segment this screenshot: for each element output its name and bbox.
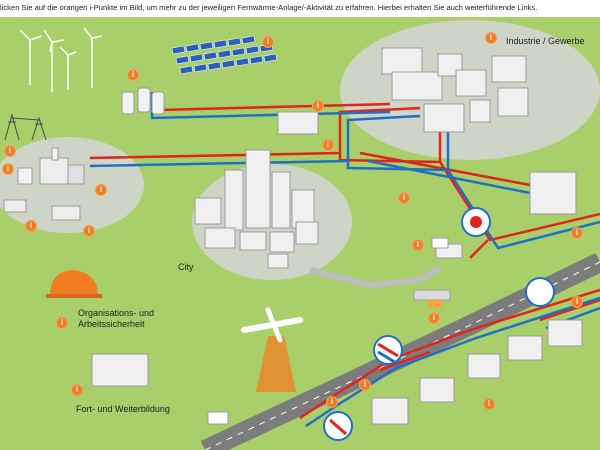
campus-building xyxy=(529,171,577,215)
instruction-text: licken Sie auf die orangen i-Punkte im B… xyxy=(0,3,538,12)
info-point-pylons[interactable]: i xyxy=(5,146,15,156)
power-plant xyxy=(3,147,85,221)
instruction-bar: licken Sie auf die orangen i-Punkte im B… xyxy=(0,0,600,17)
city-buildings xyxy=(194,149,319,269)
info-point-safety[interactable]: i xyxy=(57,318,67,328)
label-training: Fort- und Weiterbildung xyxy=(76,404,170,414)
label-city: City xyxy=(178,262,194,272)
solar-field xyxy=(171,35,278,75)
info-point-van[interactable]: i xyxy=(413,240,423,250)
info-point-plant-storage[interactable]: i xyxy=(26,221,36,231)
road-marking xyxy=(204,261,600,450)
info-point-pipe-detail[interactable]: i xyxy=(360,380,370,390)
connector-bridge xyxy=(309,265,442,289)
safety-helmet xyxy=(46,270,102,298)
info-point-solar[interactable]: i xyxy=(263,37,273,47)
power-pylons xyxy=(4,113,47,141)
info-point-network[interactable]: i xyxy=(323,140,333,150)
info-point-storage[interactable]: i xyxy=(128,70,138,80)
storage-tanks xyxy=(121,87,165,115)
training-building xyxy=(91,353,149,387)
info-point-house-connection[interactable]: i xyxy=(572,297,582,307)
wind-turbines xyxy=(19,27,103,92)
info-point-construction[interactable]: i xyxy=(429,313,439,323)
info-point-residential[interactable]: i xyxy=(484,399,494,409)
info-point-campus[interactable]: i xyxy=(572,228,582,238)
industry-buildings xyxy=(381,47,529,133)
info-point-power-plant[interactable]: i xyxy=(3,164,13,174)
label-safety-line2: Arbeitssicherheit xyxy=(78,319,145,329)
label-safety-line1: Organisations- und xyxy=(78,308,155,318)
label-industry: Industrie / Gewerbe xyxy=(506,36,585,46)
info-point-training[interactable]: i xyxy=(72,385,82,395)
info-point-plant-workshop[interactable]: i xyxy=(84,226,94,236)
pipe-detail-bubbles xyxy=(323,207,555,441)
info-point-industry[interactable]: i xyxy=(486,33,496,43)
substation xyxy=(277,111,319,135)
residential-blocks xyxy=(371,319,583,425)
info-point-substation[interactable]: i xyxy=(313,101,323,111)
power-plant-area xyxy=(0,137,144,233)
info-point-plant-extension[interactable]: i xyxy=(96,185,106,195)
info-point-pipe-junction[interactable]: i xyxy=(399,193,409,203)
info-point-road-works[interactable]: i xyxy=(327,397,337,407)
service-van-small xyxy=(431,237,449,249)
service-van xyxy=(207,411,229,425)
survey-airplane xyxy=(241,307,303,392)
